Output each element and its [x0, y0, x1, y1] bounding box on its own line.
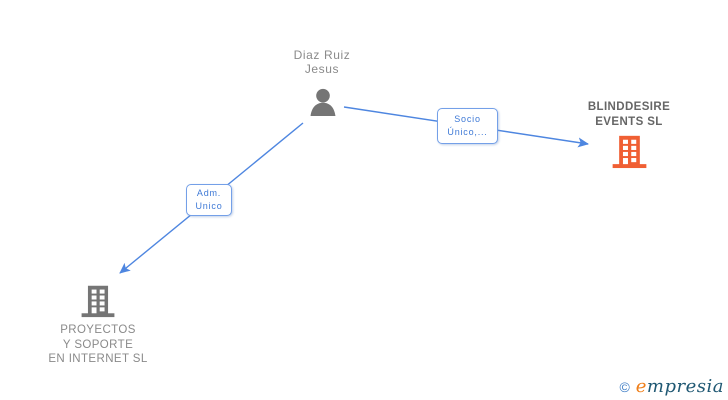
company-name-line2: Y SOPORTE: [62, 338, 134, 351]
building-icon: [612, 135, 646, 169]
edge-label-line1: Adm.: [196, 188, 222, 198]
person-name: Diaz Ruiz Jesus: [252, 48, 392, 76]
company-name-line3: EN INTERNET SL: [48, 353, 148, 365]
company-name-line1: PROYECTOS: [60, 324, 136, 336]
company-name: BLINDDESIRE EVENTS SL: [564, 100, 694, 129]
company-node-proyectos[interactable]: PROYECTOS Y SOPORTE EN INTERNET SL: [32, 283, 164, 367]
brand-wordmark: empresia: [636, 376, 724, 397]
person-icon: [310, 88, 336, 117]
edge-label-line1: Socio: [454, 114, 481, 124]
person-name-line1: Diaz Ruiz: [293, 48, 351, 62]
edge-label-adm-unico: Adm. Unico: [186, 184, 232, 216]
person-icon-node[interactable]: [306, 86, 340, 122]
brand-first-letter: e: [635, 376, 647, 397]
company-name: PROYECTOS Y SOPORTE EN INTERNET SL: [32, 323, 164, 367]
company-name-line1: BLINDDESIRE: [587, 101, 671, 113]
company-name-line2: EVENTS SL: [595, 115, 663, 128]
edge-label-line2: Único,...: [447, 127, 488, 137]
person-node[interactable]: Diaz Ruiz Jesus: [252, 48, 392, 76]
empresia-logo[interactable]: © empresia: [619, 376, 724, 397]
building-icon: [81, 285, 115, 318]
person-name-line2: Jesus: [304, 62, 340, 76]
company-node-blinddesire[interactable]: BLINDDESIRE EVENTS SL: [564, 100, 694, 170]
edge-label-line2: Unico: [195, 201, 223, 211]
edge-label-socio-unico: Socio Único,...: [437, 108, 498, 144]
brand-rest: mpresia: [646, 376, 724, 397]
copyright-icon: ©: [619, 379, 630, 395]
